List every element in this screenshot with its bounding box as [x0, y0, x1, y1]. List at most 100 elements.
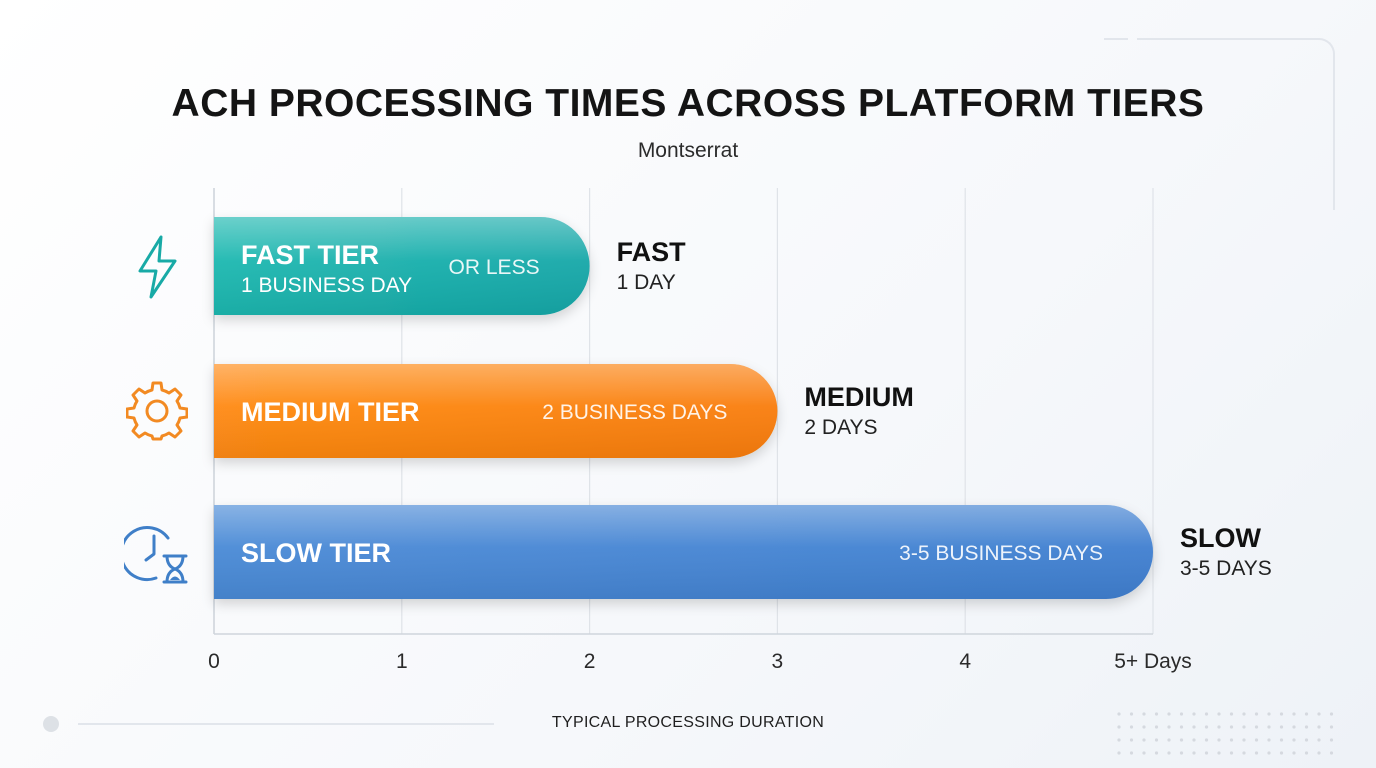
decorative-dot	[1117, 712, 1121, 716]
decorative-dot	[1329, 751, 1334, 755]
decorative-dot	[1142, 712, 1146, 716]
bar-side-title: FAST	[617, 237, 687, 267]
decorative-dot	[1242, 725, 1246, 729]
decorative-dot	[1129, 738, 1134, 742]
x-tick-label: 4	[959, 650, 971, 673]
decorative-dot	[1117, 751, 1121, 755]
decorative-dot	[1129, 712, 1134, 716]
gear-icon	[126, 381, 188, 441]
decorative-dot	[1204, 738, 1209, 742]
chart-subtitle: Montserrat	[637, 139, 739, 162]
x-axis-label: TYPICAL PROCESSING DURATION	[551, 714, 825, 731]
decorative-dot	[1279, 725, 1284, 729]
decorative-dot	[1204, 712, 1209, 716]
bar-side-title: MEDIUM	[804, 382, 914, 412]
decorative-dot	[1192, 738, 1196, 742]
decorative-dot	[1317, 738, 1321, 742]
decorative-dot	[1142, 751, 1146, 755]
decorative-dot	[1242, 738, 1246, 742]
decorative-dot	[1129, 725, 1134, 729]
decorative-dot	[1267, 738, 1271, 742]
decorative-dot	[1304, 751, 1309, 755]
decorative-dot	[1254, 712, 1259, 716]
decorative-dot	[1217, 725, 1221, 729]
decorative-dot	[1329, 712, 1334, 716]
decorative-dot	[1192, 725, 1196, 729]
bar-value-label: 2 BUSINESS DAYS	[542, 401, 727, 424]
decorative-dot	[1229, 712, 1234, 716]
decorative-dot	[1267, 751, 1271, 755]
decorative-dot	[1304, 712, 1309, 716]
decorative-dot	[1167, 738, 1171, 742]
chart-title: ACH PROCESSING TIMES ACROSS PLATFORM TIE…	[171, 82, 1205, 125]
decorative-dot	[1179, 751, 1184, 755]
x-tick-label: 2	[584, 650, 596, 673]
decorative-dot	[1292, 712, 1296, 716]
decorative-dot	[1242, 751, 1246, 755]
x-axis-ticks: 0 1 2 3 4 5+ Days	[208, 650, 1192, 673]
decorative-dot	[1329, 725, 1334, 729]
decorative-dot	[1292, 751, 1296, 755]
decorative-dot	[1217, 712, 1221, 716]
decorative-dot-grid	[1117, 712, 1334, 755]
bar-gloss	[214, 217, 590, 315]
decorative-dot	[1267, 712, 1271, 716]
decorative-dot	[1154, 712, 1159, 716]
decorative-dot	[1279, 712, 1284, 716]
x-tick-label: 1	[396, 650, 408, 673]
decorative-dot	[1167, 751, 1171, 755]
decorative-dot	[1154, 738, 1159, 742]
bars: FAST TIER 1 BUSINESS DAY OR LESS FAST 1 DAY M…	[214, 217, 1272, 599]
decorative-dot	[1154, 751, 1159, 755]
x-tick-label: 5+ Days	[1114, 650, 1192, 673]
decorative-dot	[1292, 725, 1296, 729]
decorative-dot	[1192, 712, 1196, 716]
decorative-line	[78, 723, 494, 725]
bar-label: MEDIUM TIER	[241, 397, 420, 427]
decorative-dot	[1329, 738, 1334, 742]
decorative-dot	[1317, 712, 1321, 716]
decorative-dot	[1254, 738, 1259, 742]
decorative-dot	[1279, 751, 1284, 755]
decorative-dot	[1254, 725, 1259, 729]
bar-sublabel: 1 BUSINESS DAY	[241, 274, 412, 297]
decorative-dot	[1317, 725, 1321, 729]
decorative-dot	[1242, 712, 1246, 716]
decorative-dot	[1317, 751, 1321, 755]
lightning-bolt-icon	[138, 235, 177, 299]
bar-side-title: SLOW	[1180, 523, 1262, 553]
x-tick-label: 0	[208, 650, 220, 673]
decorative-dot	[1167, 712, 1171, 716]
decorative-dot	[1117, 725, 1121, 729]
decorative-dot	[1154, 725, 1159, 729]
clock-hourglass-icon	[124, 526, 188, 584]
decorative-dot	[1292, 738, 1296, 742]
decorative-dot	[1142, 738, 1146, 742]
bar-group: MEDIUM TIER 2 BUSINESS DAYS MEDIUM 2 DAYS	[214, 364, 914, 458]
bar-gloss	[214, 364, 778, 458]
decorative-dot	[1229, 725, 1234, 729]
x-tick-label: 3	[772, 650, 784, 673]
bar-gloss	[214, 505, 1153, 599]
bar-side-subtitle: 3-5 DAYS	[1180, 557, 1272, 580]
decorative-dot	[1179, 738, 1184, 742]
bar-group: FAST TIER 1 BUSINESS DAY OR LESS FAST 1 DAY	[214, 217, 686, 315]
bar-side-subtitle: 2 DAYS	[804, 416, 877, 439]
decorative-dot	[1129, 751, 1134, 755]
bar-label: FAST TIER	[241, 240, 379, 270]
decorative-dot	[1142, 725, 1146, 729]
decorative-dot	[1204, 725, 1209, 729]
decorative-dot	[1267, 725, 1271, 729]
decorative-dot	[1204, 751, 1209, 755]
decorative-dot	[1304, 725, 1309, 729]
decorative-dot	[1179, 712, 1184, 716]
decorative-dot	[1229, 751, 1234, 755]
bar-side-subtitle: 1 DAY	[617, 271, 676, 294]
decorative-dot	[1279, 738, 1284, 742]
bar-value-label: OR LESS	[449, 256, 540, 279]
decorative-dot	[1304, 738, 1309, 742]
decorative-dot	[1229, 738, 1234, 742]
decorative-dot	[1117, 738, 1121, 742]
decorative-dot	[1217, 738, 1221, 742]
